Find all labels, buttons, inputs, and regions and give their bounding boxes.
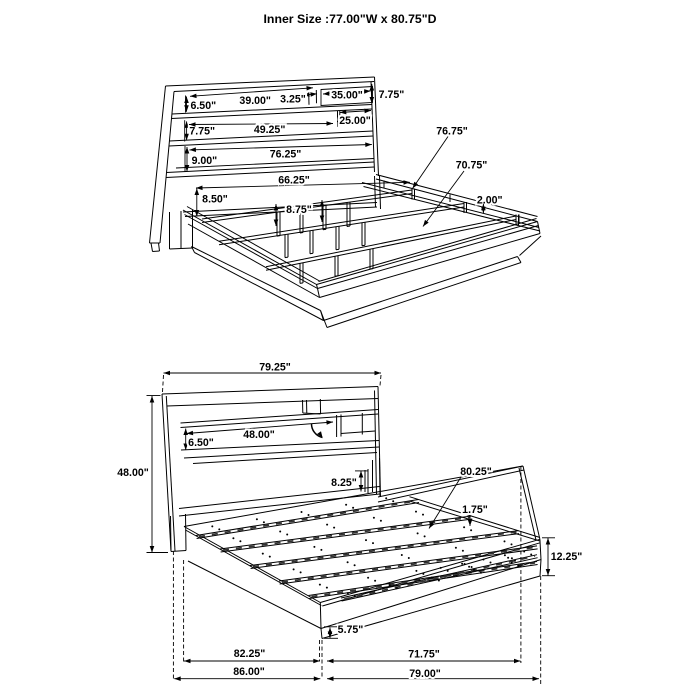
svg-text:82.25": 82.25" xyxy=(234,648,266,660)
svg-text:76.25": 76.25" xyxy=(270,149,302,161)
svg-text:80.25": 80.25" xyxy=(460,466,492,478)
svg-text:39.00": 39.00" xyxy=(239,95,271,107)
svg-text:8.75": 8.75" xyxy=(286,204,312,216)
svg-text:25.00": 25.00" xyxy=(339,115,371,127)
svg-text:66.25": 66.25" xyxy=(278,175,310,187)
svg-text:2.00": 2.00" xyxy=(477,194,503,206)
svg-text:8.50": 8.50" xyxy=(202,194,228,206)
svg-text:7.75": 7.75" xyxy=(189,125,215,137)
svg-text:3.25": 3.25" xyxy=(280,94,306,106)
svg-text:12.25": 12.25" xyxy=(551,551,583,563)
svg-text:48.00": 48.00" xyxy=(243,429,275,441)
svg-text:71.75": 71.75" xyxy=(408,649,440,661)
svg-text:48.00": 48.00" xyxy=(117,467,149,479)
svg-text:70.75": 70.75" xyxy=(456,160,488,172)
svg-text:Inner Size :77.00"W x 80.75"D: Inner Size :77.00"W x 80.75"D xyxy=(264,12,437,26)
svg-text:79.25": 79.25" xyxy=(259,362,291,374)
svg-text:76.75": 76.75" xyxy=(436,126,468,138)
svg-text:79.00": 79.00" xyxy=(409,668,441,680)
svg-text:6.50": 6.50" xyxy=(190,100,216,112)
svg-text:1.75": 1.75" xyxy=(462,504,488,516)
svg-text:6.50": 6.50" xyxy=(188,437,214,449)
svg-text:8.25": 8.25" xyxy=(331,477,357,489)
svg-text:49.25": 49.25" xyxy=(254,124,286,136)
svg-text:5.75": 5.75" xyxy=(338,624,364,636)
svg-text:35.00": 35.00" xyxy=(331,90,363,102)
svg-text:7.75": 7.75" xyxy=(379,89,405,101)
svg-text:86.00": 86.00" xyxy=(233,666,265,678)
svg-text:9.00": 9.00" xyxy=(192,155,218,167)
